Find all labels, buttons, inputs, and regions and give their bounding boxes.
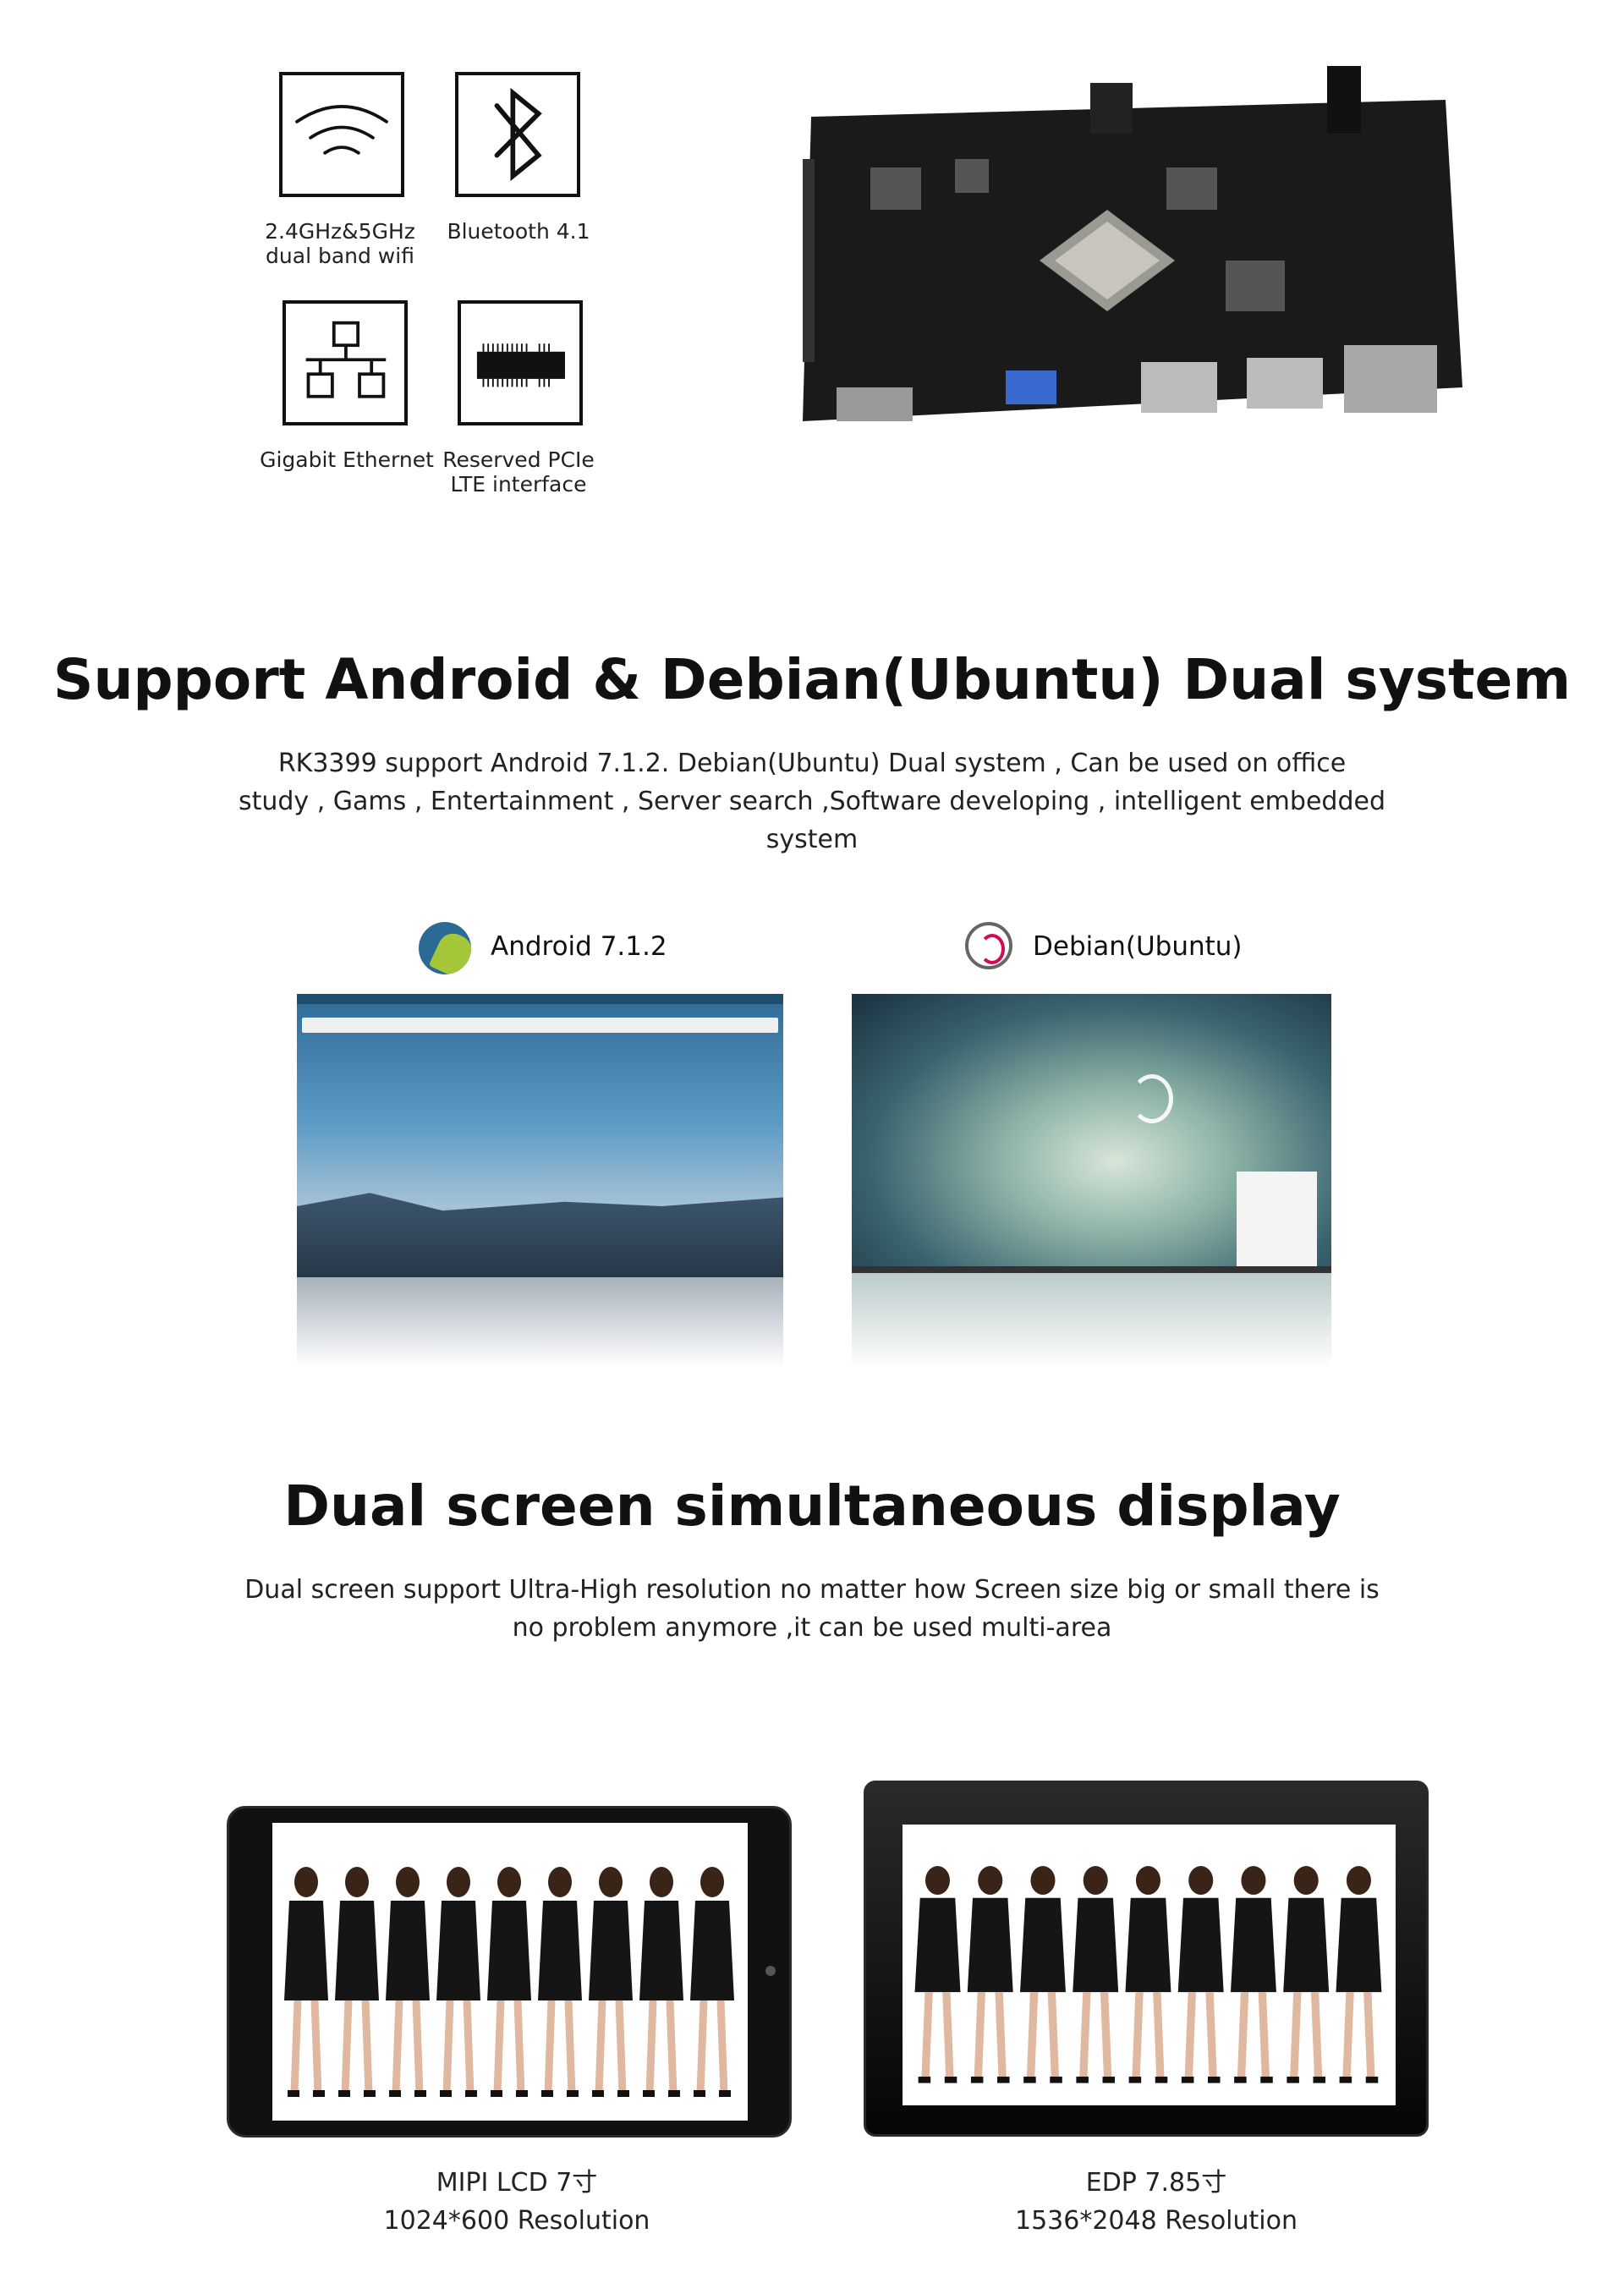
bluetooth-icon — [455, 72, 580, 197]
feature-label-ethernet: Gigabit Ethernet — [260, 447, 434, 472]
tablet-screen-image — [272, 1823, 748, 2121]
feature-label-bluetooth: Bluetooth 4.1 — [447, 219, 590, 244]
context-menu — [1237, 1172, 1317, 1273]
dual-screen-title: Dual screen simultaneous display — [283, 1474, 1341, 1539]
debian-logo-icon — [965, 922, 1012, 969]
dual-system-title: Support Android & Debian(Ubuntu) Dual sy… — [52, 647, 1572, 712]
google-search-bar — [302, 1018, 778, 1033]
dual-screen-description: Dual screen support Ultra-High resolutio… — [244, 1575, 1380, 1643]
android-screenshot — [297, 994, 783, 1368]
dual-system-description: RK3399 support Android 7.1.2. Debian(Ubu… — [238, 749, 1385, 854]
android-label: Android 7.1.2 — [491, 931, 667, 962]
tablet-screen-image — [903, 1825, 1396, 2105]
wifi-icon — [279, 72, 404, 197]
network-icon — [283, 300, 408, 425]
edp-tablet — [864, 1781, 1429, 2137]
debian-desktop-screenshot — [852, 994, 1331, 1368]
camera-dot — [765, 1966, 776, 1976]
rk3399-board-image — [786, 66, 1462, 470]
pcie-chip-icon — [458, 300, 583, 425]
mipi-lcd-tablet — [227, 1806, 792, 2138]
debian-label: Debian(Ubuntu) — [1033, 931, 1243, 962]
android-logo-icon — [419, 922, 471, 974]
